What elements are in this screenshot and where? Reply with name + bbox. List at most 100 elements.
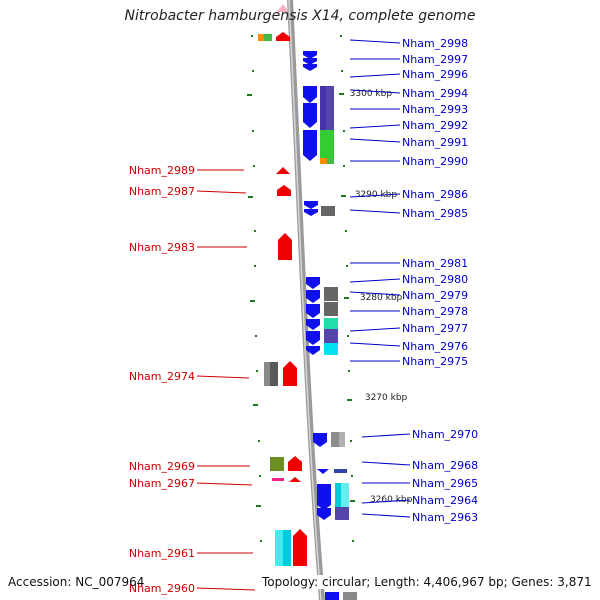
gene-2977 xyxy=(306,319,320,330)
right-gene-label: Nham_2985 xyxy=(402,207,468,220)
gene-2967 xyxy=(289,477,301,482)
right-dot-track xyxy=(339,35,355,542)
gene-2994 xyxy=(303,86,317,103)
left-label-line xyxy=(196,587,256,591)
gene-2987 xyxy=(277,185,291,196)
gene-2975 xyxy=(306,346,320,355)
left-label-line xyxy=(196,375,250,379)
right-label-line xyxy=(349,39,401,44)
gene-2963-purple xyxy=(335,507,349,520)
gene-red-top xyxy=(276,32,290,41)
right-label-line xyxy=(361,433,411,438)
right-label-line xyxy=(349,124,401,129)
right-label-line xyxy=(349,342,401,347)
genome-summary-text: Topology: circular; Length: 4,406,967 bp… xyxy=(262,575,592,589)
left-gene-label: Nham_2961 xyxy=(129,547,195,560)
gene-2963 xyxy=(317,508,331,520)
kbp-label-bg xyxy=(352,188,397,199)
right-gene-label: Nham_2979 xyxy=(402,289,468,302)
kbp-label-bg xyxy=(347,87,392,98)
gene-2980-grey xyxy=(324,287,338,301)
right-gene-label: Nham_2964 xyxy=(412,494,478,507)
gene-2991 xyxy=(303,130,317,161)
gene-2996 xyxy=(303,64,317,71)
right-gene-label: Nham_2970 xyxy=(412,428,478,441)
gene-2976-purple xyxy=(324,329,338,343)
right-gene-label: Nham_2980 xyxy=(402,273,468,286)
right-label-line xyxy=(361,513,411,518)
right-gene-label: Nham_2968 xyxy=(412,459,478,472)
right-gene-labels: Nham_2998Nham_2997Nham_2996Nham_2994Nham… xyxy=(349,37,478,524)
gene-2960-bottom xyxy=(325,592,339,600)
left-dot-track xyxy=(247,35,262,542)
right-gene-label: Nham_2975 xyxy=(402,355,468,368)
right-label-line xyxy=(349,193,401,198)
left-gene-labels: Nham_2989Nham_2987Nham_2983Nham_2974Nham… xyxy=(129,164,256,595)
gene-2980 xyxy=(306,290,320,303)
kbp-label: 3260 kbp xyxy=(370,495,413,505)
gene-2986 xyxy=(304,201,318,209)
right-label-line xyxy=(349,73,401,78)
right-label-line xyxy=(349,278,401,283)
right-gene-label: Nham_2965 xyxy=(412,477,478,490)
right-gene-label: Nham_2993 xyxy=(402,103,468,116)
right-gene-label: Nham_2990 xyxy=(402,155,468,168)
gene-2989 xyxy=(276,167,290,174)
right-gene-label: Nham_2978 xyxy=(402,305,468,318)
kbp-label-bg xyxy=(362,391,407,402)
gene-2965 xyxy=(317,484,331,510)
right-gene-label: Nham_2981 xyxy=(402,257,468,270)
gene-2977-teal xyxy=(324,318,338,329)
gene-2974 xyxy=(283,361,297,386)
right-gene-label: Nham_2997 xyxy=(402,53,468,66)
right-label-line xyxy=(349,89,401,94)
kbp-label: 3270 kbp xyxy=(365,393,408,403)
right-label-line xyxy=(349,291,401,296)
right-label-line xyxy=(349,209,401,214)
gene-2991-green xyxy=(320,130,334,158)
gene-top-pink xyxy=(277,4,289,12)
gene-2975-cyan xyxy=(324,343,338,355)
gene-2993 xyxy=(303,103,317,128)
gene-2968 xyxy=(317,469,329,474)
left-gene-label: Nham_2983 xyxy=(129,241,195,254)
gene-2968-purple xyxy=(334,469,347,473)
right-gene-label: Nham_2996 xyxy=(402,68,468,81)
right-label-line xyxy=(361,461,411,466)
right-gene-label: Nham_2976 xyxy=(402,340,468,353)
right-gene-label: Nham_2991 xyxy=(402,136,468,149)
right-label-line xyxy=(349,138,401,143)
right-gene-label: Nham_2963 xyxy=(412,511,478,524)
right-gene-label: Nham_2994 xyxy=(402,87,468,100)
left-gene-label: Nham_2969 xyxy=(129,460,195,473)
kbp-label-bg xyxy=(357,291,402,302)
left-label-line xyxy=(196,190,247,194)
right-gene-label: Nham_2992 xyxy=(402,119,468,132)
genome-backbone xyxy=(287,0,325,600)
left-gene-label: Nham_2967 xyxy=(129,477,195,490)
right-strand-genes xyxy=(303,51,357,600)
right-gene-label: Nham_2977 xyxy=(402,322,468,335)
left-gene-label: Nham_2989 xyxy=(129,164,195,177)
right-gene-label: Nham_2986 xyxy=(402,188,468,201)
left-strand-genes xyxy=(258,4,307,566)
gene-2985-grey xyxy=(321,206,335,216)
gene-2969-olive xyxy=(270,457,284,471)
gene-2969 xyxy=(288,456,302,471)
left-gene-label: Nham_2960 xyxy=(129,582,195,595)
gene-2983 xyxy=(278,233,292,260)
gene-2967-pink xyxy=(272,478,284,481)
left-gene-label: Nham_2987 xyxy=(129,185,195,198)
gene-2978 xyxy=(306,304,320,318)
left-label-line xyxy=(196,482,253,486)
right-label-line xyxy=(361,499,411,504)
right-gene-label: Nham_2998 xyxy=(402,37,468,50)
accession-text: Accession: NC_007964 xyxy=(8,575,145,589)
gene-2970 xyxy=(313,433,327,447)
gene-2961 xyxy=(293,529,307,566)
right-label-line xyxy=(349,327,401,332)
gene-green-small xyxy=(264,34,272,41)
gene-2985 xyxy=(304,209,318,216)
gene-2981 xyxy=(306,277,320,289)
